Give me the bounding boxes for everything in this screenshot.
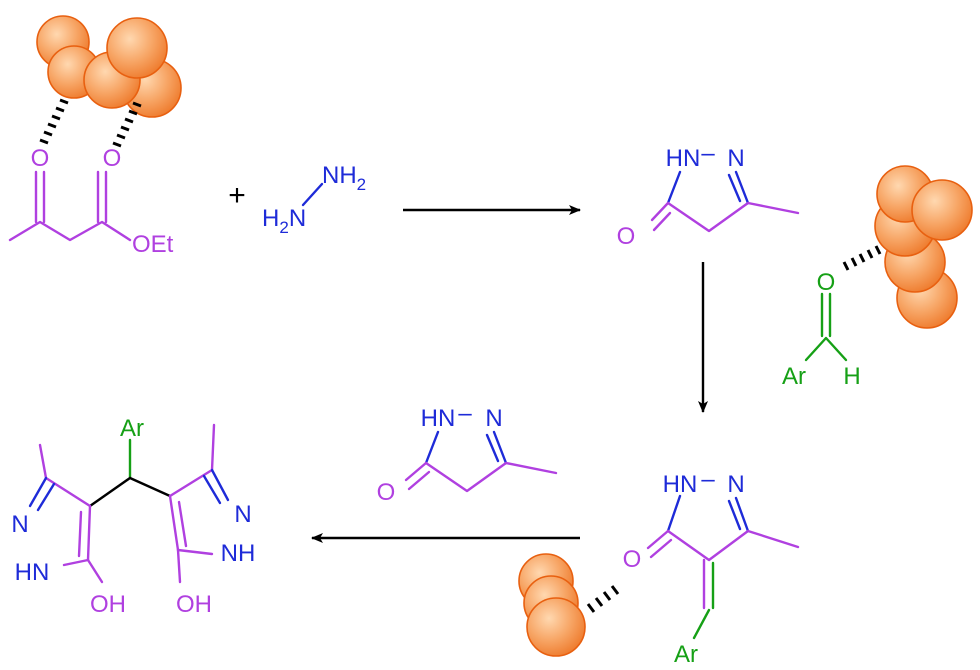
intermediate-o-label: O — [623, 546, 642, 573]
hash-bond-1 — [39, 98, 69, 145]
hash-bond-3 — [842, 245, 882, 271]
ethyl-acetoacetate-bonds — [8, 170, 132, 242]
hydrazine-h2n-left: H2N — [262, 205, 306, 237]
catalyst-sphere — [526, 597, 586, 657]
catalyst-cluster-3 — [518, 553, 586, 657]
intermediate-dash: – — [701, 466, 715, 493]
aldehyde-ar-label: Ar — [782, 363, 806, 390]
catalyst-sphere — [911, 179, 973, 241]
product-left-oh-label: OH — [90, 591, 126, 618]
hydrazine-nh2-top: NH2 — [322, 162, 366, 194]
hydrazine-bond — [301, 182, 324, 207]
pyrazolone-reagent-nh-label: HN — [421, 405, 456, 432]
catalyst-cluster-1 — [36, 15, 182, 118]
intermediate-bonds — [646, 494, 800, 640]
product-ar-label: Ar — [120, 415, 144, 442]
ketone-oxygen-label: O — [31, 145, 50, 172]
pyrazolone-reagent-bonds — [404, 430, 558, 493]
pyrazolone-reagent-o-label: O — [377, 479, 396, 506]
product-left-hn-label: HN — [15, 559, 50, 586]
aldehyde-bonds — [804, 292, 848, 362]
pyrazolone-o-label: O — [617, 223, 636, 250]
aldehyde-h-label: H — [843, 363, 860, 390]
catalyst-cluster-2 — [874, 165, 973, 329]
pyrazolone-reagent-dash: – — [458, 400, 472, 427]
product-right-n-label: N — [234, 501, 251, 528]
product-right-nh-label: NH — [221, 540, 256, 567]
intermediate-nh-label: HN — [663, 471, 698, 498]
hash-bond-2 — [112, 101, 142, 148]
ester-oxygen-label: O — [103, 145, 122, 172]
intermediate-n-label: N — [727, 471, 744, 498]
pyrazolone-dash: – — [701, 140, 715, 167]
hash-bond-4 — [586, 585, 620, 613]
product-left-n-label: N — [11, 511, 28, 538]
pyrazolone-reagent-n-label: N — [485, 405, 502, 432]
catalyst-sphere — [106, 17, 168, 79]
product-right-oh-label: OH — [176, 591, 212, 618]
pyrazolone-nh-label: HN — [666, 145, 701, 172]
plus-sign: + — [228, 179, 246, 212]
intermediate-ar-label: Ar — [674, 641, 698, 668]
aldehyde-o-label: O — [817, 269, 836, 296]
pyrazolone-n-label: N — [727, 145, 744, 172]
pyrazolone-bonds — [650, 170, 800, 233]
product-bonds — [28, 423, 230, 584]
ethoxy-label: OEt — [132, 231, 174, 258]
